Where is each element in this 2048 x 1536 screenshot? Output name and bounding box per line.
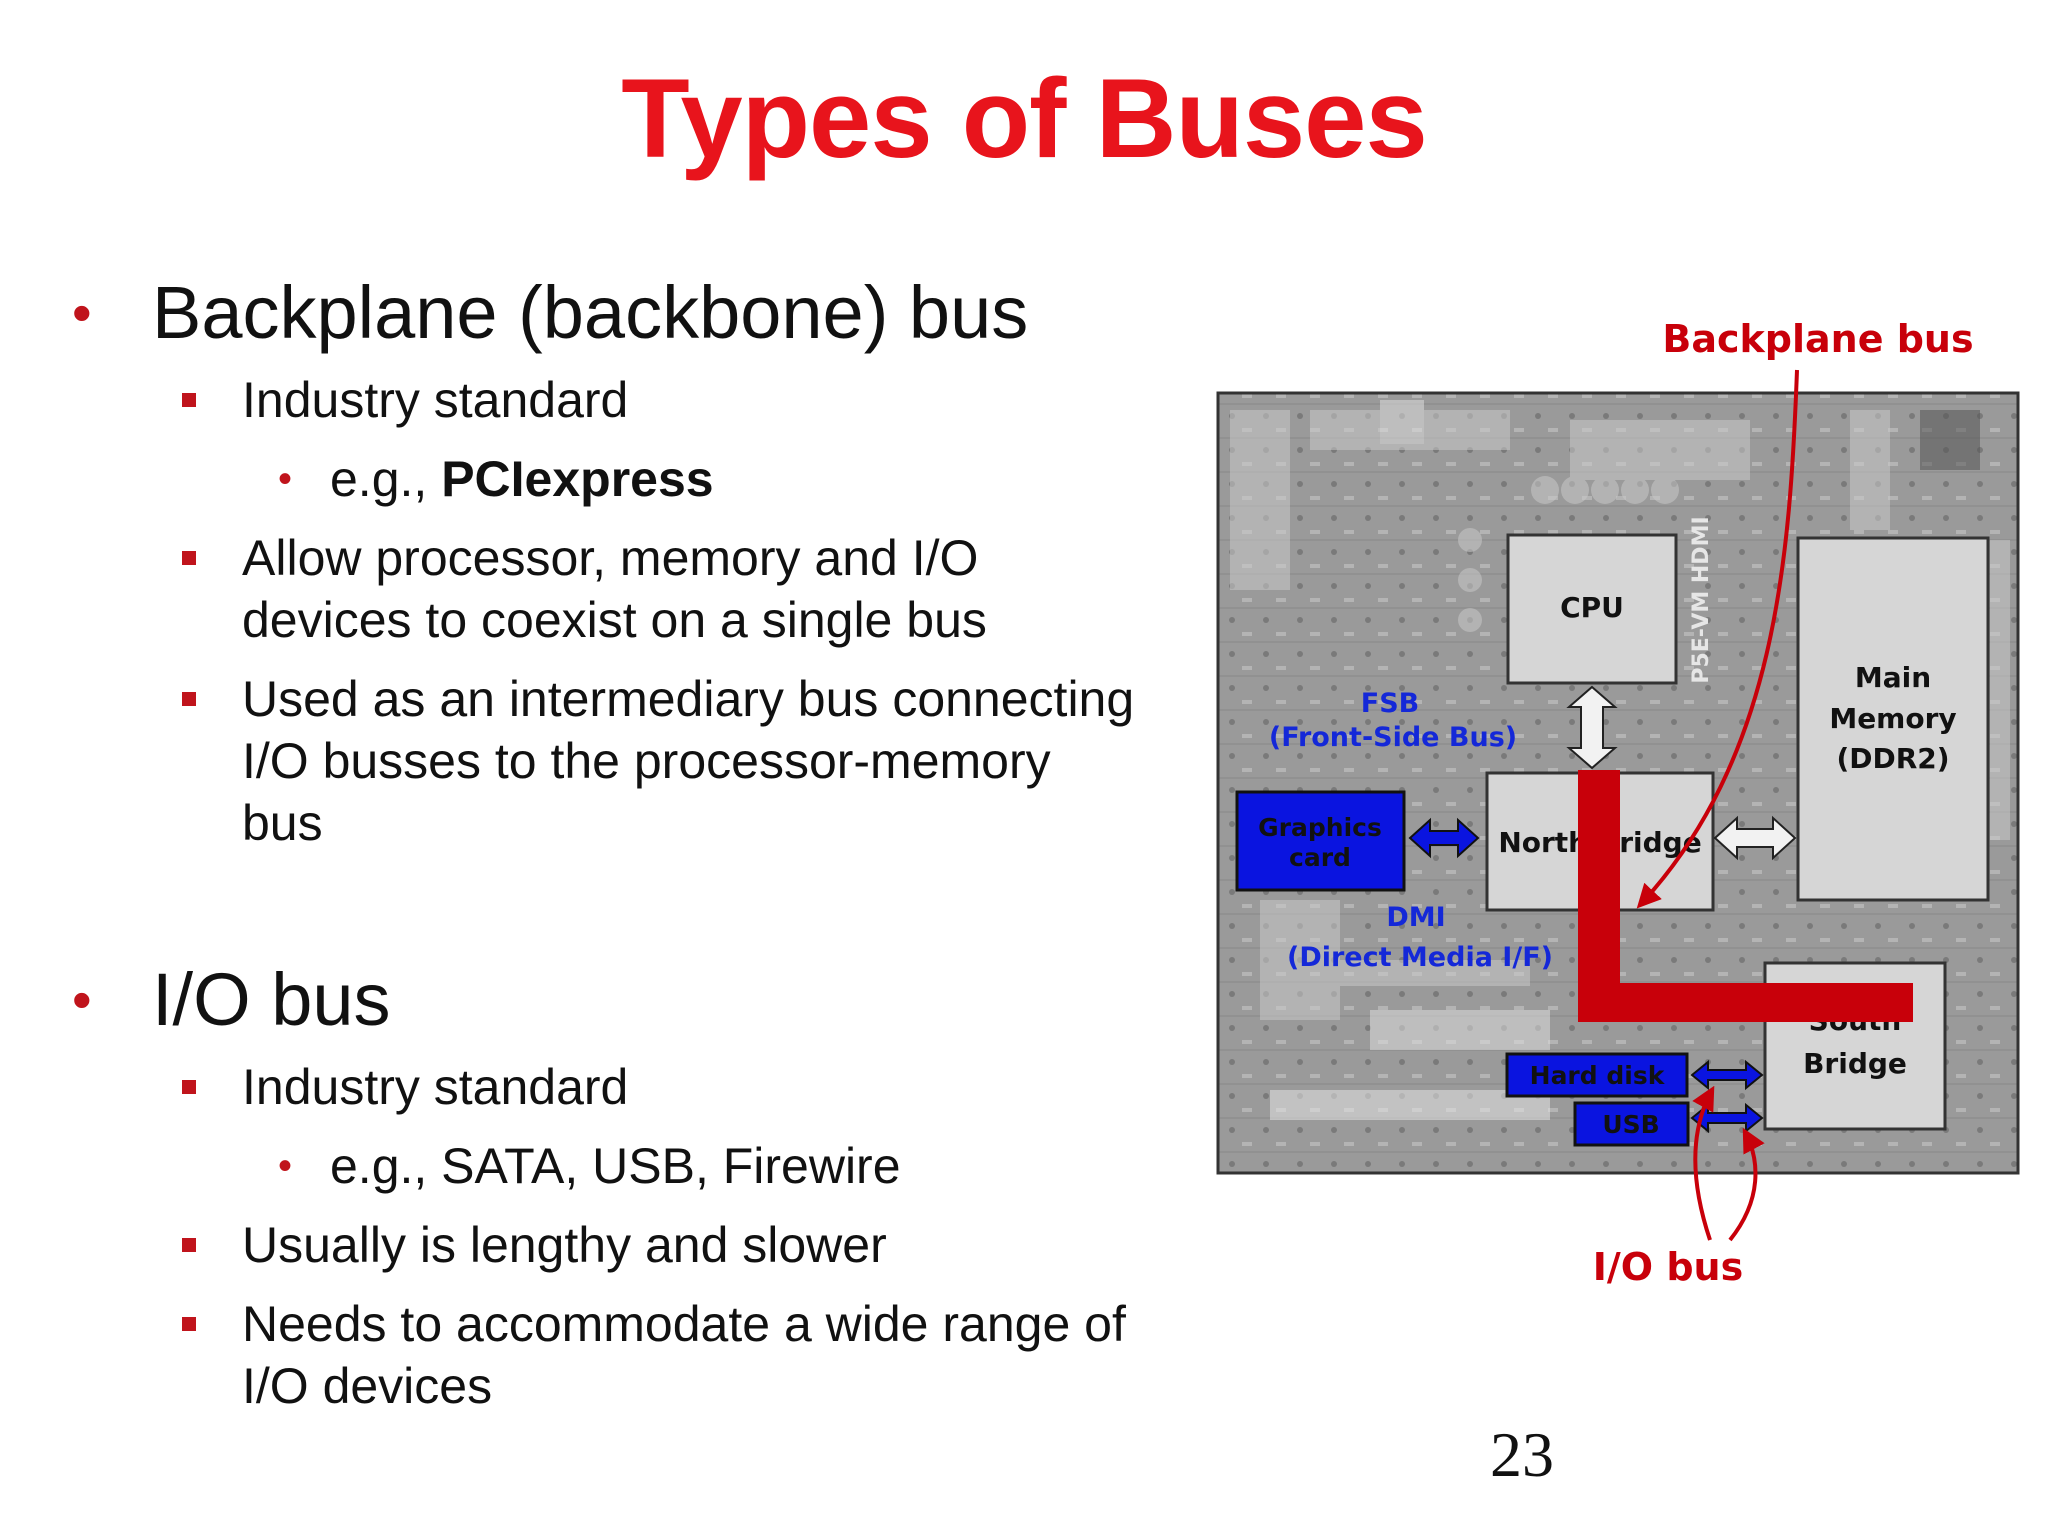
main-memory-label: (DDR2) xyxy=(1836,742,1949,775)
bullet-text: Industry standard xyxy=(242,1059,629,1116)
bullet-backplane-bus: • Backplane (backbone) bus xyxy=(72,270,1182,355)
bullet-io-bus: • I/O bus xyxy=(72,957,1182,1042)
main-memory-label: Main xyxy=(1855,661,1931,694)
io-bus-label: I/O bus xyxy=(1593,1245,1743,1289)
bullet-text: Usually is lengthy and slower xyxy=(242,1217,887,1274)
memory-bus-arrow-icon xyxy=(1713,815,1797,861)
south-bridge-label: Bridge xyxy=(1803,1047,1907,1080)
sub-bullet: Used as an intermediary bus connecting I… xyxy=(72,668,1182,854)
bullet-square-icon xyxy=(182,393,196,408)
bullet-heading: I/O bus xyxy=(152,958,391,1042)
main-memory-block: Main Memory (DDR2) xyxy=(1796,536,1990,902)
hard-disk-label: Hard disk xyxy=(1530,1061,1666,1090)
graphics-card-label: card xyxy=(1289,843,1351,872)
usb-block: USB xyxy=(1573,1101,1690,1147)
page-number: 23 xyxy=(1490,1419,1554,1490)
io-pointer-arrow xyxy=(1728,1127,1765,1242)
bullet-text: I/O devices xyxy=(242,1358,493,1415)
bullet-text: e.g., SATA, USB, Firewire xyxy=(330,1138,901,1195)
usb-label: USB xyxy=(1602,1110,1659,1139)
bullet-dot-icon: • xyxy=(72,968,92,1032)
dmi-label: DMI xyxy=(1386,902,1445,933)
bullet-square-icon xyxy=(182,692,196,707)
bullet-text: I/O busses to the processor-memory xyxy=(242,733,1051,790)
graphics-card-block: Graphics card xyxy=(1235,790,1406,892)
bullet-square-icon xyxy=(182,1317,196,1332)
board-model-text: P5E-VM HDMI xyxy=(1689,516,1714,683)
bullet-text: devices to coexist on a single bus xyxy=(242,592,987,649)
bullet-bold-text: PCIexpress xyxy=(441,451,714,508)
bullet-dot-icon: • xyxy=(278,457,293,502)
sata-arrow-icon xyxy=(1690,1059,1764,1091)
bullet-square-icon xyxy=(182,551,196,566)
sub-bullet: Industry standard xyxy=(72,1056,1182,1118)
sub-sub-bullet: • e.g., PCIexpress xyxy=(72,448,1182,510)
sub-bullet: Allow processor, memory and I/O devices … xyxy=(72,527,1182,651)
bullet-text: e.g., xyxy=(330,451,442,508)
bullet-dot-icon: • xyxy=(278,1144,293,1189)
sub-bullet: Industry standard xyxy=(72,369,1182,431)
graphics-card-label: Graphics xyxy=(1258,813,1382,842)
sub-bullet: Needs to accommodate a wide range of I/O… xyxy=(72,1293,1182,1417)
bullet-text: Allow processor, memory and I/O xyxy=(242,530,979,587)
bullet-square-icon xyxy=(182,1238,196,1253)
graphics-bus-arrow-icon xyxy=(1408,817,1480,859)
sub-bullet: Usually is lengthy and slower xyxy=(72,1214,1182,1276)
bullet-square-icon xyxy=(182,1080,196,1095)
main-memory-label: Memory xyxy=(1829,702,1956,735)
backplane-bus-path xyxy=(1578,770,1913,1022)
bullet-text: bus xyxy=(242,795,323,852)
fsb-arrow-icon xyxy=(1566,685,1618,770)
fsb-label: FSB xyxy=(1361,688,1419,719)
bullet-text: Needs to accommodate a wide range of xyxy=(242,1296,1126,1353)
slide-title: Types of Buses xyxy=(621,56,1428,181)
dmi-label: (Direct Media I/F) xyxy=(1287,942,1553,973)
bullet-list: • Backplane (backbone) bus Industry stan… xyxy=(72,270,1182,1434)
sub-sub-bullet: • e.g., SATA, USB, Firewire xyxy=(72,1135,1182,1197)
bullet-text: Used as an intermediary bus connecting xyxy=(242,671,1135,728)
cpu-block: CPU xyxy=(1506,533,1678,685)
backplane-pointer-arrow xyxy=(1636,369,1799,909)
hard-disk-block: Hard disk xyxy=(1505,1052,1689,1098)
motherboard-diagram: Backplane bus P5E-VM HDMI CPU Main Memor… xyxy=(1216,317,2020,1289)
bullet-text: Industry standard xyxy=(242,372,629,429)
cpu-label: CPU xyxy=(1560,591,1624,624)
fsb-label: (Front-Side Bus) xyxy=(1269,722,1517,753)
bullet-dot-icon: • xyxy=(72,281,92,344)
bullet-heading: Backplane (backbone) bus xyxy=(152,271,1029,354)
backplane-bus-label: Backplane bus xyxy=(1662,317,1973,361)
io-pointer-arrow xyxy=(1692,1085,1715,1241)
